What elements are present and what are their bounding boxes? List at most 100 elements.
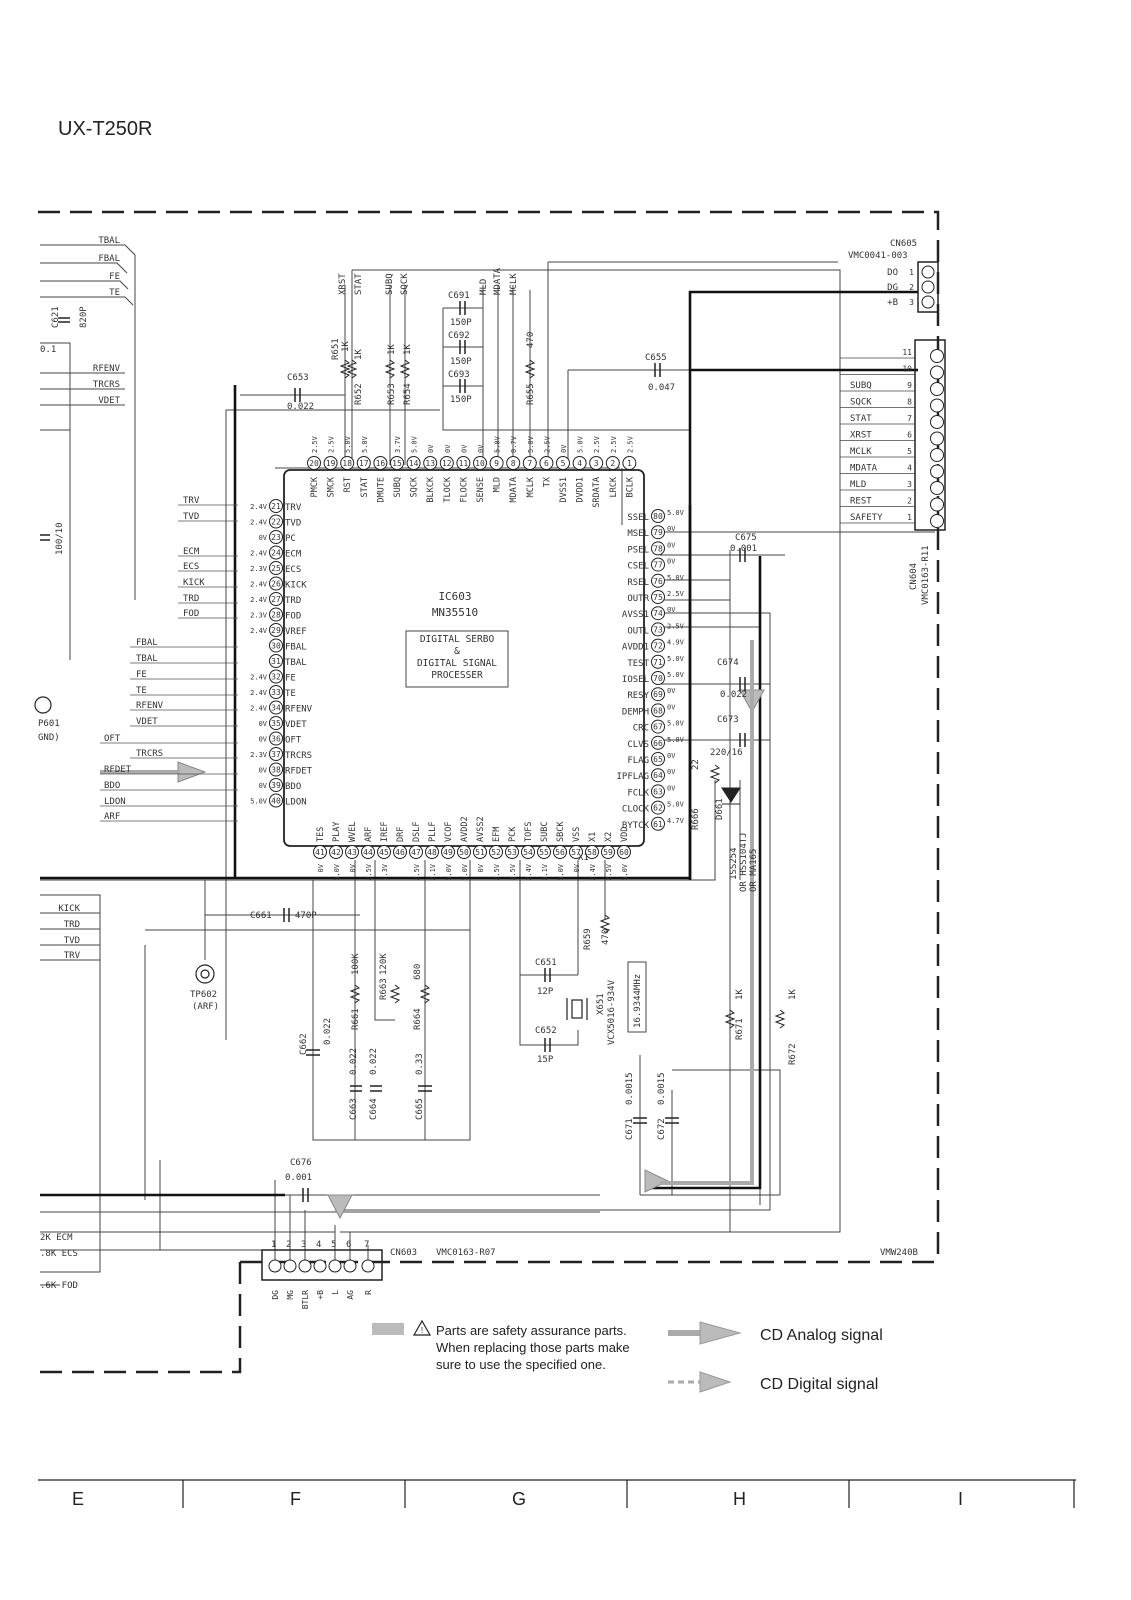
pin-voltage: 0V [573, 863, 581, 872]
pin-75 [651, 590, 665, 604]
c693-ref: C693 [448, 370, 470, 380]
edge-label: P601 [38, 719, 60, 729]
signal-label: TRCRS [136, 749, 163, 759]
pin-number: 60 [619, 848, 629, 857]
pin-voltage: 2.5V [493, 863, 501, 881]
pin-voltage: 5.0V [461, 863, 469, 881]
signal-label: TBAL [136, 654, 158, 664]
pin-number: 74 [653, 609, 663, 618]
pin-36 [269, 731, 283, 746]
r672-val: 1K [788, 989, 798, 1000]
pin-64 [651, 768, 665, 783]
pin-number: 40 [271, 797, 281, 806]
tp602-ref: TP602 [190, 990, 217, 1000]
pin-voltage: 2.1V [429, 863, 437, 881]
pin-number: 48 [427, 848, 437, 857]
pin-number: 19 [326, 459, 336, 468]
pin-23 [269, 530, 283, 544]
pin-number: 42 [331, 848, 341, 857]
pin-number: 67 [653, 723, 663, 732]
pin-name: DMUTE [376, 477, 386, 503]
signal-label: TRV [64, 951, 81, 961]
pin-number: 14 [409, 459, 419, 468]
pin-voltage: 5.0V [557, 863, 565, 881]
thick-wires [40, 290, 918, 1197]
signal-label: RFENV [93, 364, 121, 374]
pin-name: FE [285, 674, 296, 684]
pin-name: +B [887, 298, 898, 308]
pin-voltage: 2.4V [250, 550, 268, 558]
pin-number: 27 [271, 595, 281, 604]
r652-ref: R652 [354, 383, 364, 405]
cn604-part: VMC0163-R11 [921, 545, 931, 605]
pin-name: MDATA [509, 477, 519, 503]
pin-name: TES [316, 827, 326, 842]
cn603-pin-1 [268, 1259, 282, 1273]
pin-number: 45 [379, 848, 389, 857]
pin-name: BTLR [301, 1290, 310, 1309]
pin-42 [329, 845, 343, 859]
pin-voltage: 2.4V [250, 674, 268, 682]
pin-voltage: 2.4V [250, 596, 268, 604]
signal-label: TE [109, 288, 120, 298]
pin-name: MCLK [526, 476, 536, 497]
pin-number: 59 [603, 848, 613, 857]
pin-voltage: 5.0V [667, 736, 685, 744]
pin-name: IPFLAG [616, 772, 649, 782]
pin-number: 11 [902, 348, 912, 357]
cn604-body [914, 339, 946, 531]
pin-voltage: 5.0V [577, 435, 585, 453]
pin-voltage: 5.0V [621, 863, 629, 881]
pin-voltage: 2.5V [593, 435, 601, 453]
model-title: UX-T250R [58, 118, 153, 140]
pin-number: 61 [653, 820, 663, 829]
pin-voltage: 0V [259, 534, 268, 542]
c652-val: 15P [537, 1055, 554, 1065]
cn603-part: VMC0163-R07 [436, 1248, 496, 1258]
wire-label: STAT [354, 273, 364, 295]
pin-name: VCOF [444, 822, 454, 842]
pin-number: 3 [301, 1240, 306, 1250]
pin-number: 5 [331, 1240, 336, 1250]
pin-name: DSLF [412, 822, 422, 842]
pin-name: SAFETY [850, 513, 883, 523]
pin-71 [651, 654, 665, 669]
pin-number: 33 [271, 688, 281, 697]
analog-signal-paths [100, 640, 754, 1185]
signal-label: FBAL [98, 254, 120, 264]
cn604-pin-5 [930, 448, 944, 462]
pin-45 [377, 845, 391, 859]
signal-label: ECM [183, 547, 200, 557]
cn604-pin-3 [930, 481, 944, 495]
pin-number: 37 [271, 750, 281, 759]
r671-ref: R671 [735, 1018, 745, 1040]
pin-voltage: 2.3V [250, 612, 268, 620]
c653-val: 0.022 [287, 402, 314, 412]
cn604-pin-11 [930, 349, 944, 363]
pin-voltage: 0V [259, 720, 268, 728]
r653-val: 1K [387, 344, 397, 355]
ic603-ref: IC603 [438, 590, 471, 603]
pin-number: 6 [544, 459, 549, 468]
pin-19 [323, 456, 338, 470]
pin-number: 3 [909, 298, 914, 307]
pin-voltage: 5.0V [667, 655, 685, 663]
ic603-desc-4: PROCESSER [431, 670, 483, 681]
pin-name: STAT [360, 477, 370, 497]
pin-number: 16 [376, 459, 386, 468]
edge-label: 100/10 [55, 522, 65, 555]
pin-5 [556, 456, 570, 470]
r659-ref: R659 [583, 928, 593, 950]
pin-13 [423, 456, 438, 470]
pin-voltage: 0.1V [541, 863, 549, 881]
pin-number: 43 [347, 848, 357, 857]
pin-number: 1 [909, 268, 914, 277]
pin-voltage: 5.0V [667, 720, 685, 728]
pin-voltage: 5.0V [527, 435, 535, 453]
pin-number: 29 [271, 626, 281, 635]
pin-number: 10 [902, 365, 912, 374]
c693-val: 150P [450, 395, 472, 405]
pin-80 [651, 509, 665, 523]
pin-name: CLOCK [622, 805, 650, 815]
pin-46 [393, 845, 407, 859]
